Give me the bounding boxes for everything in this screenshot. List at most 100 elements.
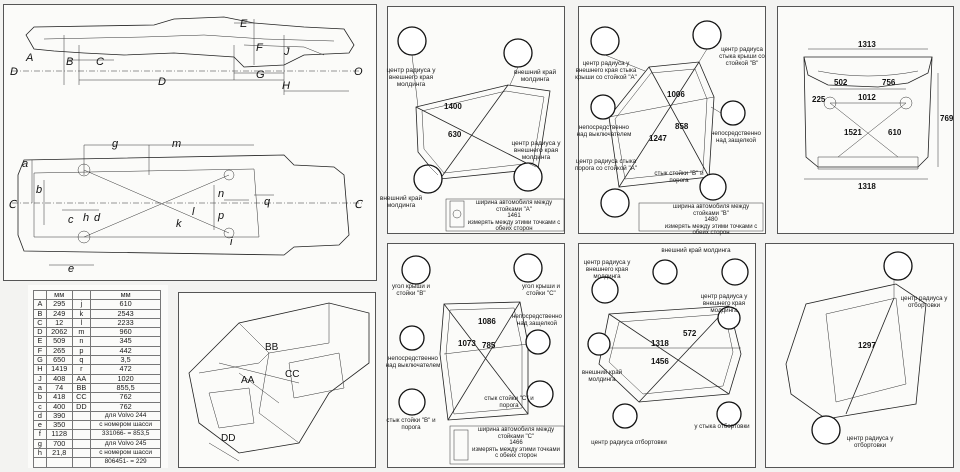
table-cell: с номером шасси bbox=[90, 420, 161, 431]
label-above-switch: непосредственно над выключателем bbox=[385, 355, 441, 369]
dim-1006: 1006 bbox=[667, 90, 685, 99]
plan-label-q: q bbox=[264, 196, 271, 208]
note-text: измерять между этими точками с обеих сто… bbox=[467, 219, 561, 233]
note-title: ширина автомобиля между стойками "В" bbox=[672, 204, 750, 217]
plan-label-g: g bbox=[112, 138, 119, 150]
table-cell bbox=[71, 429, 92, 440]
label-flange-center: центр радиуса отбортовки bbox=[591, 439, 667, 446]
engine-label-cc: CC bbox=[285, 369, 299, 380]
detail-circle bbox=[587, 332, 611, 356]
roof-panel: 1313 502 756 225 1012 1521 610 769 1318 bbox=[777, 6, 954, 234]
dim-502: 502 bbox=[834, 78, 848, 87]
plan-label-l: l bbox=[192, 206, 195, 218]
note-width-a-pillars: ширина автомобиля между стойками "А" 146… bbox=[466, 200, 562, 233]
table-cell: 762 bbox=[90, 401, 161, 412]
label-above-switch: непосредственно над выключателем bbox=[576, 124, 632, 138]
side-label-c: C bbox=[96, 56, 104, 68]
side-label-d-left: D bbox=[10, 66, 18, 78]
rear-door-drawing: 1086 1073 785 bbox=[398, 253, 565, 465]
label-center-outer-edge: центр радиуса у внешнего края молдинга bbox=[386, 67, 436, 88]
tailgate-drawing: 1297 bbox=[785, 251, 927, 445]
dim-785: 785 bbox=[482, 341, 496, 350]
underbody-drawing: D A B C E F J D G H O g m a b c h bbox=[8, 16, 364, 275]
dim-1318: 1318 bbox=[651, 339, 669, 348]
dim-1521: 1521 bbox=[844, 128, 862, 137]
plan-label-m: m bbox=[172, 138, 181, 150]
detail-circle bbox=[652, 259, 678, 285]
dim-1297: 1297 bbox=[858, 341, 876, 350]
label-outer-edge-left: внешний край молдинга bbox=[581, 369, 623, 383]
table-cell: 1419 bbox=[45, 364, 73, 375]
note-title: ширина автомобиля между стойками "С" bbox=[477, 427, 555, 440]
side-label-f: F bbox=[256, 42, 264, 54]
rear-window-drawing: 1318 572 1456 bbox=[587, 258, 749, 429]
table-cell: 21,8 bbox=[45, 448, 73, 459]
table-cell: E bbox=[33, 336, 47, 347]
dim-1012: 1012 bbox=[858, 93, 876, 102]
rear-door-panel: 1086 1073 785 угол крыши и стойки "В" уг… bbox=[385, 243, 565, 468]
label-above-latch: непосредственно над защелкой bbox=[512, 313, 562, 327]
dim-1313: 1313 bbox=[858, 40, 876, 49]
dim-769: 769 bbox=[940, 114, 954, 123]
engine-label-bb: BB bbox=[265, 342, 279, 353]
detail-circle bbox=[720, 100, 746, 126]
note-text: измерять между этими точками с обеих сто… bbox=[664, 223, 758, 237]
detail-circle bbox=[692, 20, 722, 50]
dim-1318: 1318 bbox=[858, 182, 876, 191]
side-label-e: E bbox=[240, 18, 248, 30]
side-label-a: A bbox=[25, 52, 33, 64]
label-b-pillar-sill: стык стойки "В" и порога bbox=[654, 170, 704, 184]
detail-circle bbox=[612, 403, 638, 429]
label-center-outer-edge-right: центр радиуса у внешнего края молдинга bbox=[700, 293, 748, 314]
table-cell: k bbox=[71, 308, 92, 319]
note-value: 1480 bbox=[704, 217, 718, 223]
engine-bay-panel: BB AA CC DD bbox=[178, 292, 376, 468]
plan-label-n: n bbox=[218, 188, 224, 200]
table-cell: 400 bbox=[45, 401, 73, 412]
table-cell: для Volvo 244 bbox=[90, 410, 161, 422]
dim-630: 630 bbox=[448, 130, 462, 139]
dim-1456: 1456 bbox=[651, 357, 669, 366]
detail-circle bbox=[717, 306, 741, 330]
detail-circle bbox=[716, 401, 742, 427]
table-cell: A bbox=[33, 299, 47, 310]
detail-circle bbox=[513, 253, 543, 283]
detail-circle bbox=[811, 415, 841, 445]
detail-circle bbox=[399, 325, 425, 351]
side-label-o: O bbox=[354, 66, 363, 78]
label-center-roof-b: центр радиуса стыка крыши со стойкой "В" bbox=[719, 46, 765, 67]
note-value: 1466 bbox=[509, 440, 523, 446]
label-flange-center-bottom: центр радиуса у отбортовки bbox=[846, 435, 894, 449]
detail-circle bbox=[600, 188, 630, 218]
plan-label-a: a bbox=[22, 158, 28, 170]
table-cell: CC bbox=[71, 392, 92, 403]
table-cell: 509 bbox=[45, 336, 73, 347]
plan-label-c: c bbox=[68, 214, 74, 226]
table-cell: DD bbox=[71, 401, 92, 412]
plan-label-h: h bbox=[83, 212, 89, 224]
table-cell: j bbox=[71, 299, 92, 310]
note-value: 1461 bbox=[507, 213, 521, 219]
label-flange-joint: у стыка отбортовки bbox=[694, 423, 750, 430]
engine-bay-drawing: BB AA CC DD bbox=[188, 302, 370, 462]
detail-circle bbox=[699, 173, 727, 201]
label-outer-edge-top: внешний край молдинга bbox=[513, 69, 557, 83]
centerline-left: Ⅽ bbox=[8, 199, 17, 211]
plan-label-d: d bbox=[94, 212, 101, 224]
label-b-pillar-sill: стык стойки "В" и порога bbox=[386, 417, 436, 431]
table-cell: 762 bbox=[90, 392, 161, 403]
label-outer-edge-bottom: внешний край молдинга bbox=[379, 195, 423, 209]
detail-circle bbox=[513, 162, 543, 192]
table-cell: 806451- = 229 bbox=[90, 457, 161, 468]
detail-circle bbox=[503, 38, 533, 68]
dim-858: 858 bbox=[675, 122, 689, 131]
detail-circle bbox=[526, 380, 554, 408]
table-cell bbox=[71, 410, 92, 422]
plan-label-i: i bbox=[230, 236, 233, 248]
